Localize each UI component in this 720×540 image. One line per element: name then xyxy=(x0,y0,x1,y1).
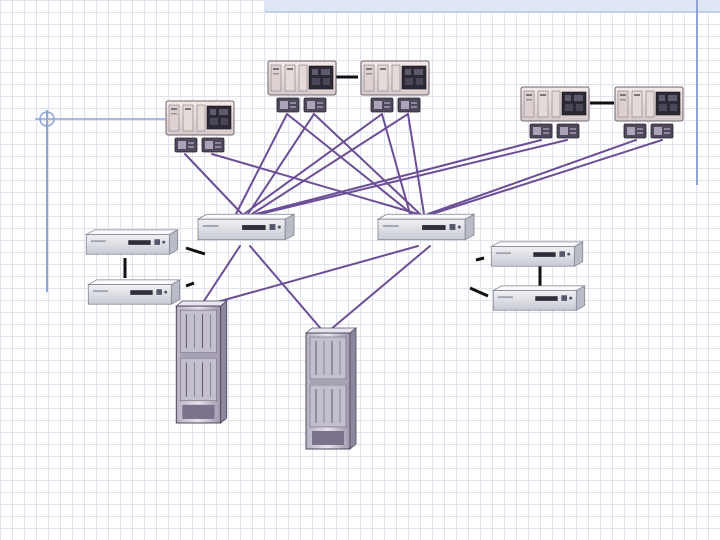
link-hba3-coreswitch2 xyxy=(286,113,413,215)
host-server-icon xyxy=(520,86,590,122)
link-coreswitch1-storage1 xyxy=(201,245,241,305)
link-hba8-coreswitch1 xyxy=(259,139,568,215)
server-5 xyxy=(614,86,684,139)
link-hba6-coreswitch1 xyxy=(251,113,409,215)
isl-edge1-core1 xyxy=(185,246,206,256)
host-bus-adapter-icon xyxy=(529,123,553,139)
storage-array-1 xyxy=(175,300,228,424)
server-2 xyxy=(360,60,430,113)
edge-switch-4 xyxy=(492,285,586,311)
link-hba2-coreswitch2 xyxy=(211,153,419,215)
edge-switch-2 xyxy=(87,279,181,305)
server-1 xyxy=(267,60,337,113)
isl-edge2-core1 xyxy=(185,281,195,288)
host-bus-adapter-icon xyxy=(276,97,300,113)
storage-array-2 xyxy=(305,327,357,450)
link-hba5-coreswitch1 xyxy=(243,113,383,215)
link-hba1-coreswitch1 xyxy=(184,153,243,215)
link-hba10-coreswitch2 xyxy=(431,139,663,215)
host-bus-adapter-icon xyxy=(174,137,198,153)
host-bus-adapter-icon xyxy=(397,97,421,113)
link-hba3-coreswitch1 xyxy=(235,113,288,215)
host-bus-adapter-icon xyxy=(556,123,580,139)
host-bus-adapter-icon xyxy=(370,97,394,113)
link-coreswitch2-storage2 xyxy=(329,245,431,331)
host-bus-adapter-icon xyxy=(650,123,674,139)
host-bus-adapter-icon xyxy=(623,123,647,139)
left-accent-circle xyxy=(39,111,55,127)
link-hba4-coreswitch2 xyxy=(313,113,421,215)
edge-switch-3 xyxy=(490,241,584,267)
core-switch-1 xyxy=(197,213,295,241)
fibre-links xyxy=(184,113,663,331)
inter-switch-links xyxy=(123,75,614,298)
top-accent-bar xyxy=(265,0,720,12)
link-hba4-coreswitch1 xyxy=(247,113,315,215)
host-bus-adapter-icon xyxy=(303,97,327,113)
server-4 xyxy=(520,86,590,139)
isl-edge4-core2 xyxy=(469,286,489,298)
server-3 xyxy=(165,100,235,153)
core-switch-2 xyxy=(377,213,475,241)
host-server-icon xyxy=(165,100,235,136)
host-bus-adapter-icon xyxy=(201,137,225,153)
host-server-icon xyxy=(614,86,684,122)
edge-switch-1 xyxy=(85,229,179,255)
link-hba7-coreswitch1 xyxy=(255,139,542,215)
link-hba6-coreswitch2 xyxy=(407,113,425,215)
link-coreswitch1-storage2 xyxy=(249,245,323,331)
link-hba5-coreswitch2 xyxy=(381,113,411,215)
isl-edge3-core2 xyxy=(475,256,485,262)
host-server-icon xyxy=(360,60,430,96)
link-coreswitch2-storage1 xyxy=(209,245,419,305)
host-server-icon xyxy=(267,60,337,96)
link-hba9-coreswitch2 xyxy=(427,139,637,215)
